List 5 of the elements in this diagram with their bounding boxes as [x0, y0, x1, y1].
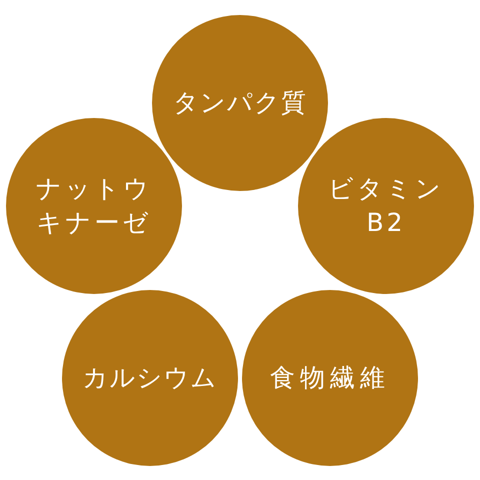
circle-label: ナットウキナーゼ: [35, 173, 153, 239]
circle-label: 食物繊維: [270, 362, 390, 394]
circle-label: タンパク質: [173, 87, 307, 120]
circle-label: ビタミンB2: [327, 173, 445, 239]
circle-label: カルシウム: [82, 362, 218, 394]
